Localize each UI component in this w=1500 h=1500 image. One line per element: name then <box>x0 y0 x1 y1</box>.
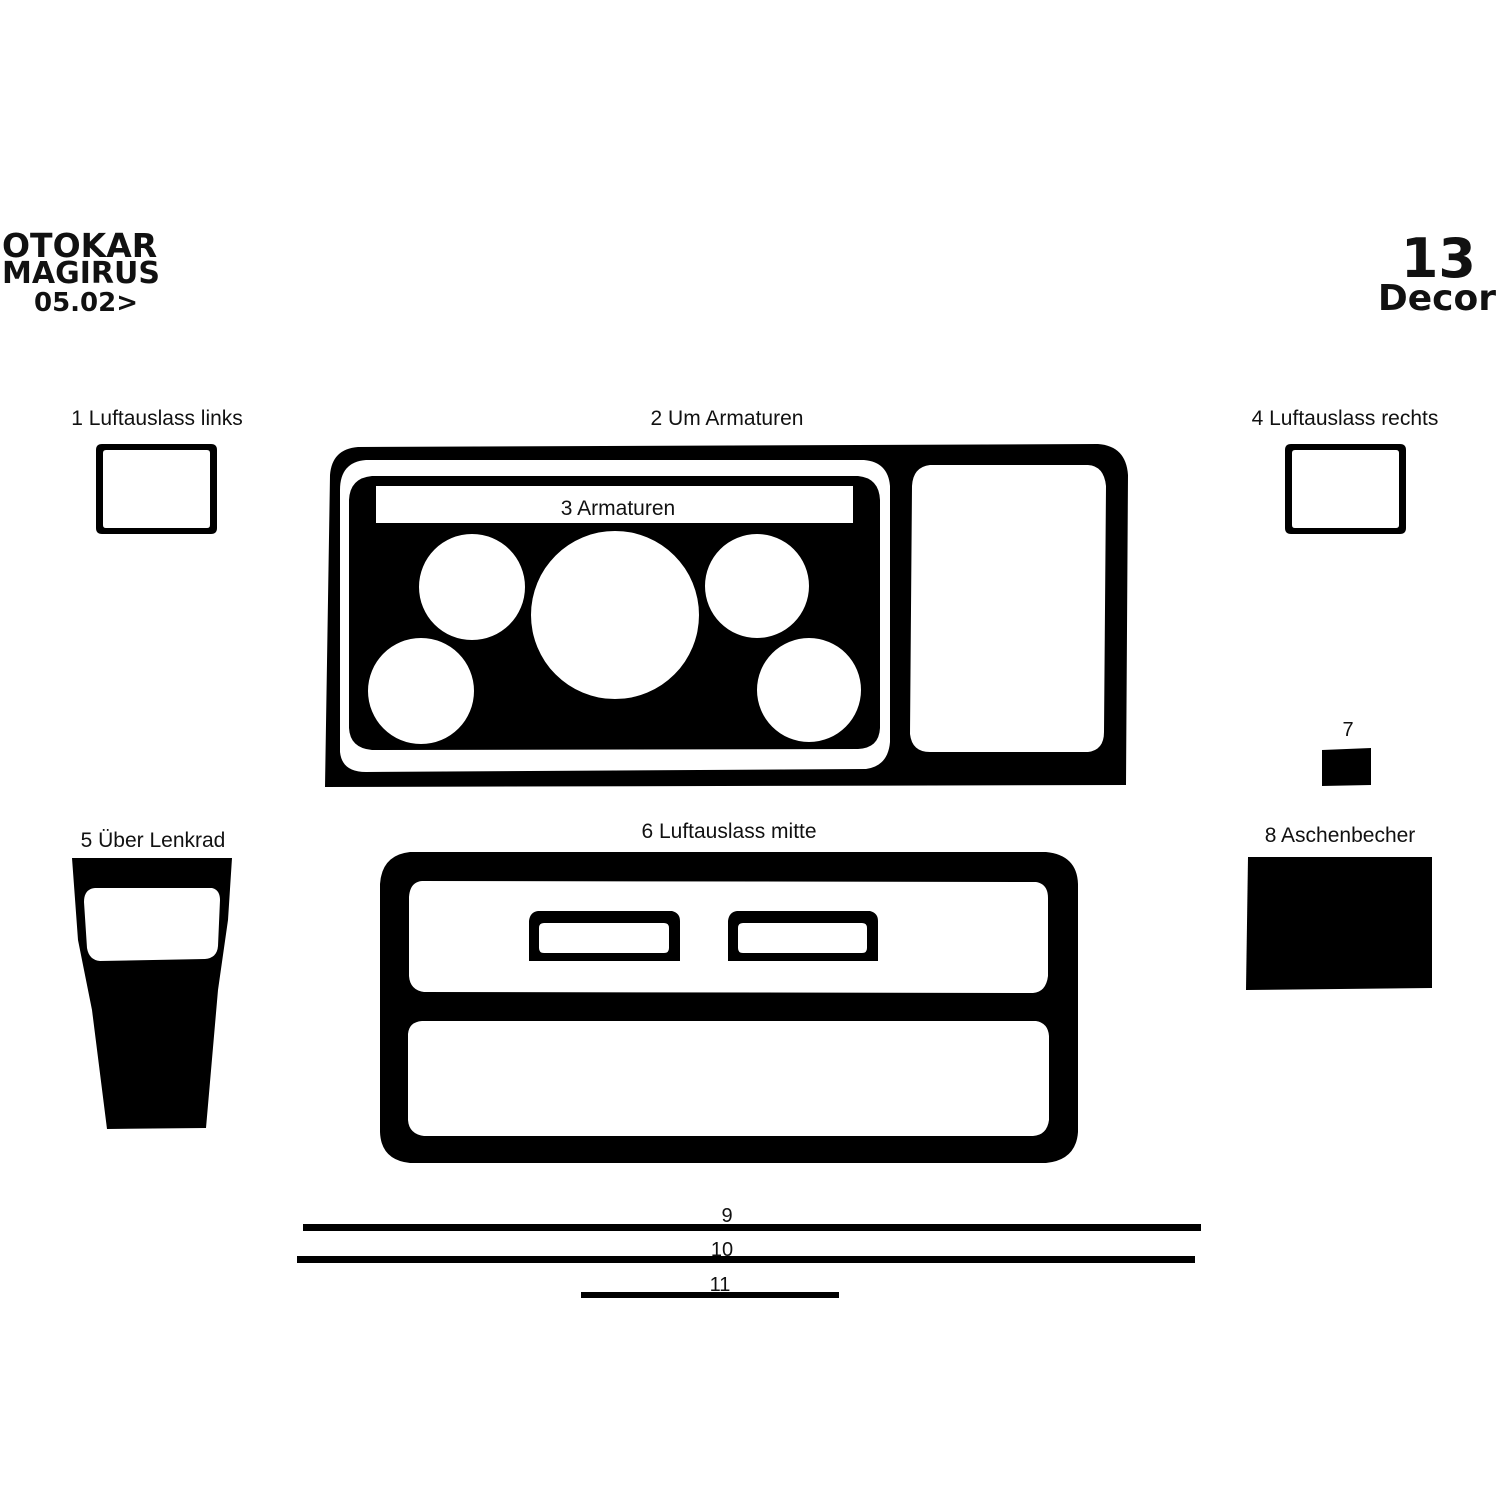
vehicle-model: MAGIRUS <box>2 256 160 291</box>
vehicle-brand: OTOKAR <box>2 226 158 265</box>
part-8-label: 8 Aschenbecher <box>1265 824 1416 847</box>
part-3-label: 3 Armaturen <box>561 497 675 520</box>
part-8-ashtray: 8 Aschenbecher <box>1246 824 1432 990</box>
vehicle-year: 05.02> <box>34 288 139 318</box>
part-5-label: 5 Über Lenkrad <box>81 829 226 852</box>
part-10-strip: 10 <box>297 1239 1195 1263</box>
part-2-instrument-surround: 2 Um Armaturen <box>325 407 1128 787</box>
part-1-air-vent-left: 1 Luftauslass links <box>71 407 243 534</box>
part-4-air-vent-right: 4 Luftauslass rechts <box>1252 407 1439 534</box>
part-1-label: 1 Luftauslass links <box>71 407 243 430</box>
part-11-label: 11 <box>710 1274 731 1296</box>
part-10-label: 10 <box>711 1239 733 1261</box>
part-9-label: 9 <box>721 1205 732 1227</box>
part-9-strip: 9 <box>303 1205 1201 1231</box>
part-5-above-steering-wheel: 5 Über Lenkrad <box>72 829 232 1129</box>
part-6-label: 6 Luftauslass mitte <box>641 820 816 843</box>
part-6-air-vent-center: 6 Luftauslass mitte <box>380 820 1078 1163</box>
part-4-label: 4 Luftauslass rechts <box>1252 407 1439 430</box>
part-11-strip: 11 <box>581 1274 839 1298</box>
part-7-label: 7 <box>1342 719 1353 741</box>
part-2-label: 2 Um Armaturen <box>651 407 804 430</box>
part-3-instrument-panel: 3 Armaturen <box>349 476 880 750</box>
piece-count: 13 <box>1400 227 1476 290</box>
part-7: 7 <box>1322 719 1371 786</box>
kit-type: Decor <box>1377 278 1496 319</box>
